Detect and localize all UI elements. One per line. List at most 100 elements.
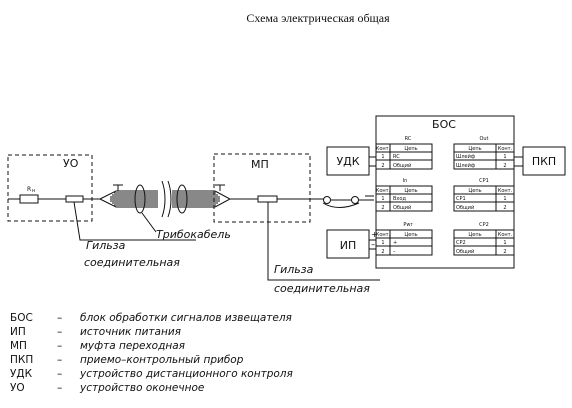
legend-abbr: УО: [10, 382, 25, 394]
udk-label: УДК: [336, 155, 359, 168]
cp1-title: CP1: [479, 178, 489, 184]
rc-cell: 1: [381, 154, 384, 160]
pwr-header-contact: Конт.: [376, 232, 391, 238]
diagram-title: Схема электрическая общая: [246, 11, 390, 25]
legend-item: ИП – источник питания: [10, 326, 181, 338]
legend-item: БОС – блок обработки сигналов извещателя: [10, 312, 292, 324]
legend-desc: блок обработки сигналов извещателя: [80, 312, 292, 324]
pkp-label: ПКП: [532, 155, 556, 168]
rc-table: RC Конт. Цепь 1 RC 2 Общий: [376, 136, 432, 169]
legend-item: УО – устройство оконечное: [10, 382, 204, 394]
sleeve-right-label-1: Гильза: [274, 263, 314, 276]
legend-dash: –: [57, 340, 62, 352]
sleeve-left-label-2: соединительная: [84, 256, 180, 269]
rc-title: RC: [405, 136, 412, 142]
pwr-cell: 1: [381, 240, 384, 246]
legend-item: МП – муфта переходная: [10, 340, 185, 352]
udk-block: [327, 147, 369, 175]
ip-block: [327, 230, 369, 258]
legend-desc: устройство оконечное: [79, 382, 204, 394]
cp2-cell: 2: [503, 249, 506, 255]
cp2-cell: 1: [503, 240, 506, 246]
tribocable: [100, 181, 230, 217]
pwr-cell: +: [393, 240, 397, 246]
cp2-header-circuit: Цепь: [468, 232, 481, 238]
rc-cell: Общий: [393, 162, 411, 169]
cp2-cell: Общий: [456, 248, 474, 255]
polarity-minus: –: [371, 240, 375, 249]
mp-label: МП: [251, 158, 269, 171]
out-cell: 2: [503, 163, 506, 169]
sleeve-left: [66, 196, 83, 202]
cp1-cell: CP1: [456, 196, 466, 202]
legend-abbr: МП: [10, 340, 27, 352]
pwr-title: Pwr: [403, 222, 413, 228]
resistor-label: R: [27, 186, 31, 193]
pwr-table: Pwr Конт. Цепь 1 + 2 –: [376, 222, 432, 255]
in-cell: 2: [381, 205, 384, 211]
legend-desc: приемо–контрольный прибор: [80, 354, 244, 366]
mp-block: [214, 154, 310, 222]
rc-header-circuit: Цепь: [404, 146, 417, 152]
legend-abbr: ИП: [10, 326, 26, 338]
legend-abbr: ПКП: [10, 354, 33, 366]
legend-dash: –: [57, 382, 62, 394]
cp2-table: CP2 Цепь Конт. CP2 1 Общий 2: [454, 222, 514, 255]
legend-dash: –: [57, 354, 62, 366]
legend-desc: муфта переходная: [80, 340, 185, 352]
cp1-cell: Общий: [456, 204, 474, 211]
pwr-cell: –: [393, 249, 396, 255]
in-header-contact: Конт.: [376, 188, 391, 194]
out-title: Out: [479, 136, 488, 142]
rc-cell: 2: [381, 163, 384, 169]
cp1-header-circuit: Цепь: [468, 188, 481, 194]
legend-desc: источник питания: [80, 326, 181, 338]
cp1-cell: 1: [503, 196, 506, 202]
rc-header-contact: Конт.: [376, 146, 391, 152]
out-table: Out Цепь Конт. Шлейф 1 Шлейф 2: [454, 136, 514, 169]
resistor: [20, 195, 38, 203]
polarity-plus: +: [371, 230, 378, 239]
pwr-header-circuit: Цепь: [404, 232, 417, 238]
leader-sleeve-right: [268, 202, 380, 280]
legend: БОС – блок обработки сигналов извещателя…: [10, 312, 293, 394]
out-header-contact: Конт.: [498, 146, 513, 152]
in-header-circuit: Цепь: [404, 188, 417, 194]
legend-desc: устройство дистанционного контроля: [79, 368, 293, 380]
cp1-table: CP1 Цепь Конт. CP1 1 Общий 2: [454, 178, 514, 211]
leader-sleeve-left: [74, 202, 196, 240]
tribocable-label: Трибокабель: [156, 228, 231, 241]
rc-cell: RC: [393, 154, 400, 160]
legend-dash: –: [57, 368, 62, 380]
out-cell: 1: [503, 154, 506, 160]
uo-block: [8, 155, 92, 221]
connector-2: [352, 197, 359, 204]
cp2-header-contact: Конт.: [498, 232, 513, 238]
cp2-title: CP2: [479, 222, 489, 228]
out-cell: Шлейф: [456, 162, 475, 169]
sleeve-right: [258, 196, 277, 202]
resistor-subscript: н: [32, 188, 35, 194]
pwr-cell: 2: [381, 249, 384, 255]
sleeve-right-label-2: соединительная: [274, 282, 370, 295]
leader-tribocable: [142, 213, 156, 232]
legend-dash: –: [57, 312, 62, 324]
cp2-cell: CP2: [456, 240, 466, 246]
in-title: In: [403, 178, 408, 184]
cp1-cell: 2: [503, 205, 506, 211]
in-cell: Общий: [393, 204, 411, 211]
in-cell: Вход: [393, 196, 406, 202]
sleeve-left-label-1: Гильза: [86, 239, 126, 252]
connector-1: [324, 197, 331, 204]
bos-label: БОС: [432, 118, 456, 131]
cp1-header-contact: Конт.: [498, 188, 513, 194]
legend-dash: –: [57, 326, 62, 338]
ip-label: ИП: [340, 239, 357, 252]
legend-abbr: УДК: [10, 368, 33, 380]
legend-item: ПКП – приемо–контрольный прибор: [10, 354, 244, 366]
pkp-block: [523, 147, 565, 175]
out-header-circuit: Цепь: [468, 146, 481, 152]
uo-label: УО: [63, 157, 79, 170]
in-cell: 1: [381, 196, 384, 202]
